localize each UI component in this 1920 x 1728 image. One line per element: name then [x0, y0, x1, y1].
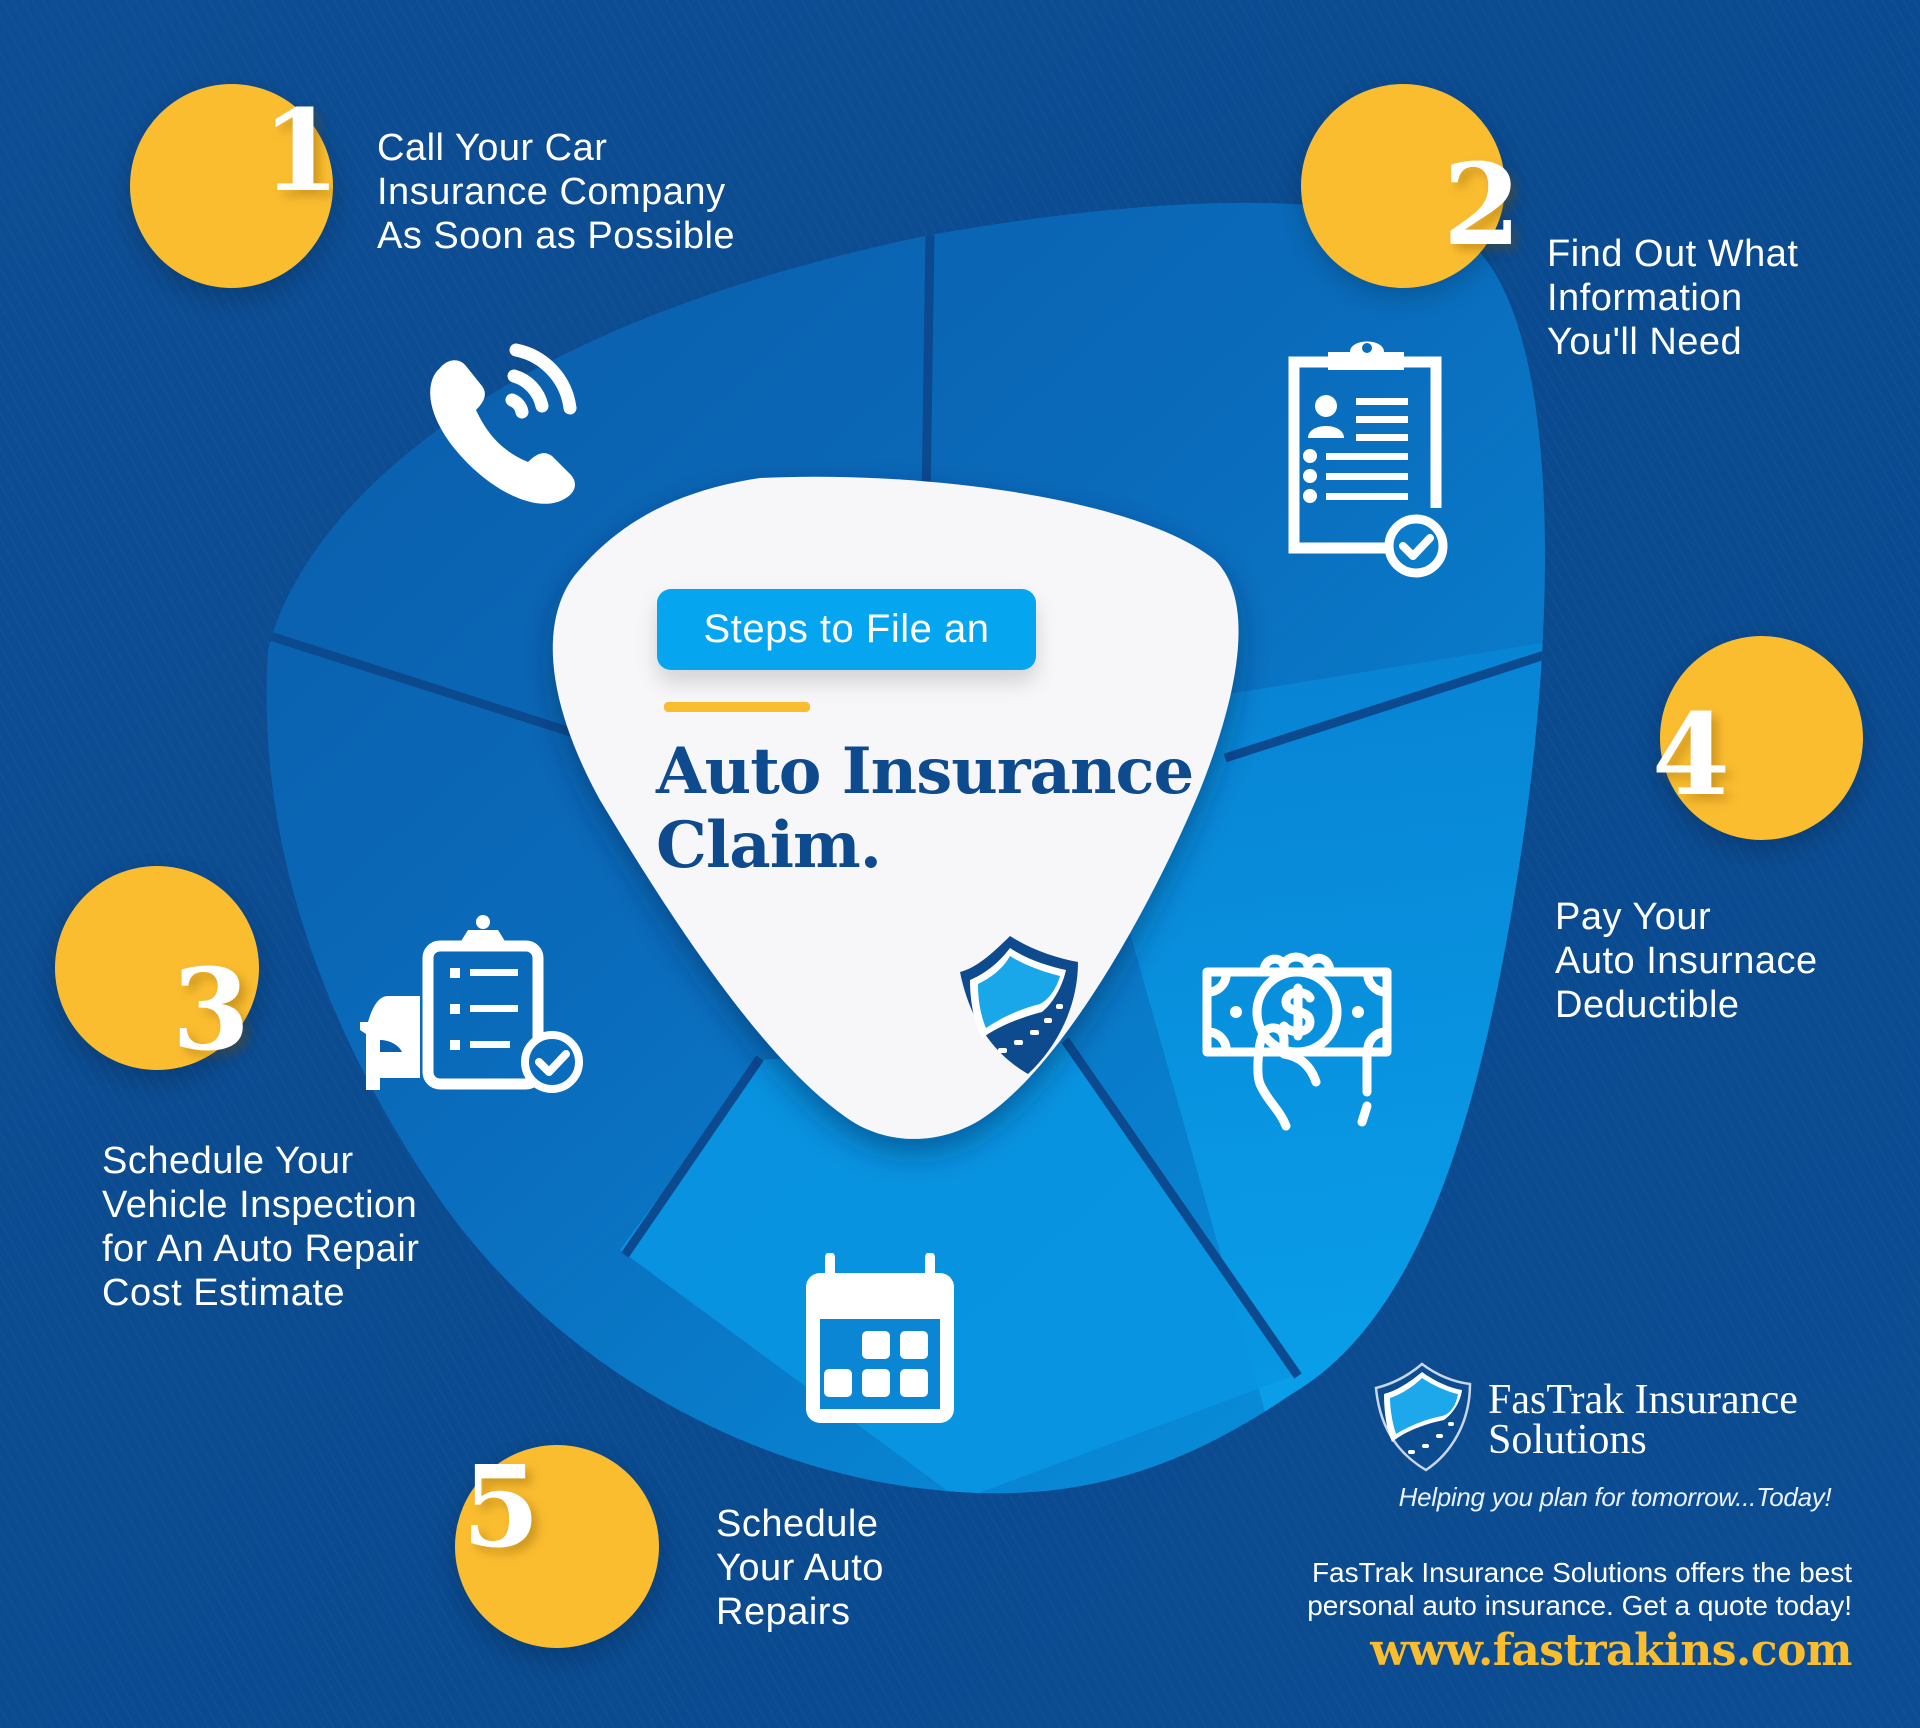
brand-tagline: Helping you plan for tomorrow...Today!	[1398, 1482, 1832, 1512]
step-1-badge	[130, 84, 333, 288]
step-5-badge	[455, 1445, 659, 1648]
brand-name: FasTrak Insurance Solutions	[1488, 1377, 1798, 1463]
step-3-number: 3	[172, 945, 250, 1076]
center-badge: Steps to File an	[657, 589, 1036, 670]
brand-description: FasTrak Insurance Solutions offers the b…	[1307, 1557, 1852, 1621]
brand-logo-icon	[1374, 1362, 1472, 1472]
phone-ringing-icon	[430, 343, 577, 504]
page-title: Auto Insurance Claim.	[656, 734, 1194, 883]
step-1-number: 1	[262, 86, 340, 217]
website-link[interactable]: www.fastrakins.com	[1370, 1625, 1852, 1676]
title-line-2: Claim.	[656, 808, 882, 883]
brand-line-1: FasTrak Insurance	[1488, 1377, 1798, 1423]
step-3-badge	[55, 866, 259, 1070]
calendar-icon	[806, 1253, 954, 1423]
step-2-number: 2	[1443, 140, 1521, 271]
step-5-number: 5	[462, 1442, 540, 1573]
shield-road-icon	[960, 936, 1078, 1074]
brand-line-2: Solutions	[1488, 1417, 1647, 1463]
accent-bar	[664, 702, 810, 712]
title-line-1: Auto Insurance	[656, 734, 1194, 809]
step-2-badge	[1301, 84, 1505, 288]
clipboard-profile-icon	[1288, 341, 1448, 578]
car-checklist-icon	[360, 915, 583, 1093]
hand-money-icon	[1202, 952, 1392, 1131]
step-4-number: 4	[1652, 690, 1730, 821]
step-4-badge	[1660, 636, 1863, 840]
badge-label: Steps to File an	[703, 607, 990, 651]
